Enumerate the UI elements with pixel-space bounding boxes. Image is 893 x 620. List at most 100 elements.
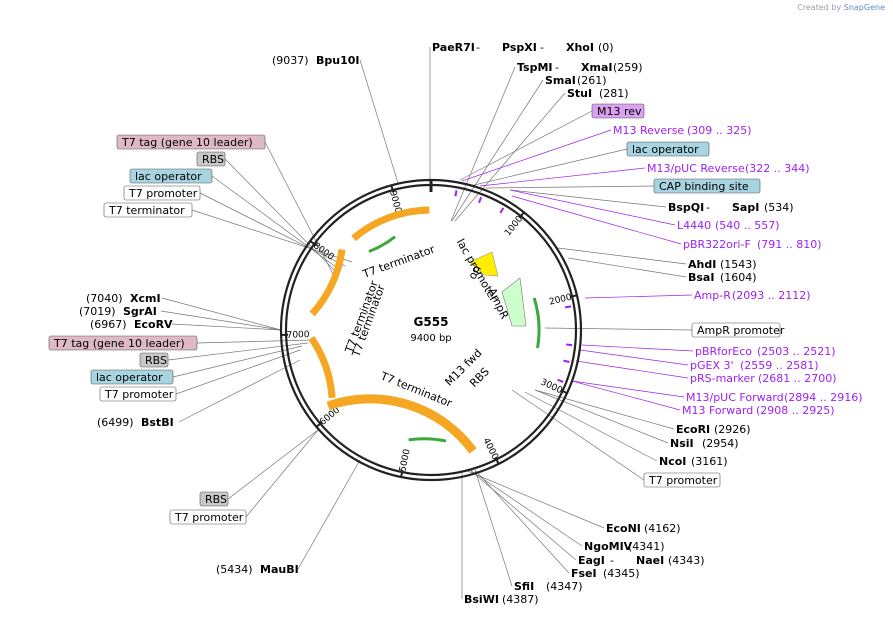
annotation-maubi[interactable]: (5434)MauBI: [216, 563, 299, 576]
annotation-lac-operator[interactable]: lac operator: [129, 168, 213, 184]
annotation-lac-operator[interactable]: lac operator: [90, 369, 174, 385]
annotation-box-label: T7 promoter: [104, 388, 174, 401]
feature-orange-west[interactable]: [308, 336, 336, 399]
annotation-smai[interactable]: SmaI(261): [545, 74, 607, 87]
annotation-fsei[interactable]: FseI(4345): [571, 567, 640, 580]
leader-line: [474, 469, 570, 574]
annotation-t7-promoter[interactable]: T7 promoter: [169, 509, 247, 525]
annotation-name2: SapI: [732, 201, 759, 214]
annotation-t7-terminator[interactable]: T7 terminator: [103, 202, 193, 218]
annotation-rbs[interactable]: RBS: [139, 352, 169, 368]
annotation-bspqi[interactable]: BspQI - SapI(534): [668, 201, 794, 214]
annotation-ecori[interactable]: EcoRI(2926): [676, 423, 751, 436]
annotation-t7-tag-gene-10-leader[interactable]: T7 tag (gene 10 leader): [48, 335, 198, 351]
annotation-eagi[interactable]: EagI - NaeI(4343): [578, 554, 705, 567]
annotation-feature: M13 Reverse: [613, 124, 684, 137]
annotation-name: NgoMIV: [584, 540, 633, 553]
annotation-rbs[interactable]: RBS: [196, 151, 226, 167]
tick-label-5000: 5000: [398, 448, 412, 473]
annotation-box-bg: [653, 178, 761, 194]
annotation-l4440[interactable]: L4440 (540 .. 557): [677, 219, 780, 232]
annotation-m13-rev[interactable]: M13 rev: [591, 103, 645, 119]
annotation-m13-puc-forward[interactable]: M13/pUC Forward(2894 .. 2916): [686, 391, 863, 404]
tick-label-4000: 4000: [480, 437, 499, 462]
annotation-box-bg: [99, 386, 177, 402]
annotation-ecorv[interactable]: (6967)EcoRV: [90, 318, 173, 331]
annotation-amp-r[interactable]: Amp-R(2093 .. 2112): [694, 289, 811, 302]
leader-line: [172, 345, 303, 378]
ampr-arrow[interactable]: [501, 277, 527, 327]
annotation-pos: (2559 .. 2581): [740, 359, 819, 372]
annotation-name: PaeR7I: [432, 41, 475, 54]
annotation-sfii[interactable]: SfiI(4347): [514, 580, 583, 593]
annotation-ngomiv[interactable]: NgoMIV(4341): [584, 540, 665, 553]
annotation-econi[interactable]: EcoNI(4162): [606, 522, 681, 535]
annotation-m13-puc-reverse[interactable]: M13/pUC Reverse(322 .. 344): [647, 162, 810, 175]
annotation-feature: pRS-marker: [690, 372, 755, 385]
annotation-name: EcoNI: [606, 522, 641, 535]
annotation-feature: L4440: [677, 219, 711, 232]
annotation-nsii[interactable]: NsiI(2954): [670, 437, 739, 450]
annotation-box-bg: [103, 202, 193, 218]
feature-orange-north[interactable]: [351, 206, 430, 242]
leader-line: [511, 195, 682, 245]
annotation-pos: (4343): [668, 554, 705, 567]
ori-arrow[interactable]: [469, 251, 499, 277]
annotation-name: StuI: [567, 87, 592, 100]
feature-orange-southwest[interactable]: [309, 248, 346, 317]
annotation-pbrforeco[interactable]: pBRforEco(2503 .. 2521): [695, 345, 836, 358]
leader-line: [359, 59, 399, 184]
annotation-t7-promoter[interactable]: T7 promoter: [643, 472, 721, 488]
feature-green-arrow-east[interactable]: [532, 297, 541, 349]
annotation-box-label: AmpR promoter: [697, 324, 785, 337]
annotation-pgex-3[interactable]: pGEX 3'(2559 .. 2581): [690, 359, 819, 372]
tick-mark-1000: [518, 211, 525, 219]
annotation-pos: (540 .. 557): [715, 219, 780, 232]
annotation-name: XcmI: [130, 292, 161, 305]
annotation-rbs[interactable]: RBS: [199, 491, 229, 507]
feature-green-arrow-south[interactable]: [408, 437, 447, 443]
annotation-pbr322ori-f[interactable]: pBR322ori-F(791 .. 810): [683, 238, 822, 251]
annotation-box-label: T7 tag (gene 10 leader): [121, 136, 253, 149]
annotation-box-bg: [643, 472, 721, 488]
leader-line: [178, 359, 301, 423]
annotation-m13-reverse[interactable]: M13 Reverse(309 .. 325): [613, 124, 752, 137]
annotation-paer7i[interactable]: PaeR7I - PspXI - XhoI(0): [432, 41, 614, 54]
annotation-pos: (0): [598, 41, 614, 54]
annotation-bsai[interactable]: BsaI(1604): [688, 271, 757, 284]
annotation-t7-tag-gene-10-leader[interactable]: T7 tag (gene 10 leader): [116, 134, 266, 150]
annotation-bstbi[interactable]: (6499)BstBI: [97, 416, 174, 429]
feature-green-arrow-north[interactable]: [368, 235, 397, 253]
annotation-bpu10i[interactable]: (9037)Bpu10I: [272, 54, 360, 67]
annotation-ahdi[interactable]: AhdI(1543): [688, 258, 757, 271]
leader-line: [534, 389, 675, 430]
annotation-pos: (7040): [86, 292, 123, 305]
annotation-cap-binding-site[interactable]: CAP binding site: [653, 178, 761, 194]
annotation-lac-operator[interactable]: lac operator: [626, 141, 710, 157]
annotation-stui[interactable]: StuI(281): [567, 87, 629, 100]
annotation-pos: (4162): [644, 522, 681, 535]
annotation-box-label: T7 tag (gene 10 leader): [53, 337, 185, 350]
inner-label-t7-terminator: T7 terminator: [360, 243, 437, 282]
annotation-pos: (791 .. 810): [757, 238, 822, 251]
annotation-sgrai[interactable]: (7019)SgrAI: [79, 305, 157, 318]
leader-line: [584, 294, 693, 299]
annotation-box-label: CAP binding site: [659, 180, 749, 193]
annotation-ampr-promoter[interactable]: AmpR promoter: [691, 322, 785, 338]
feature-orange-south[interactable]: [326, 394, 477, 454]
annotation-prs-marker[interactable]: pRS-marker(2681 .. 2700): [690, 372, 837, 385]
annotation-t7-promoter[interactable]: T7 promoter: [99, 386, 177, 402]
annotation-tspmi[interactable]: TspMI - XmaI(259): [517, 61, 643, 74]
leader-line: [245, 429, 319, 518]
annotation-t7-promoter[interactable]: T7 promoter: [123, 185, 201, 201]
annotation-xcmi[interactable]: (7040) XcmI: [86, 292, 161, 305]
annotation-box-bg: [591, 103, 645, 119]
annotation-ncoi[interactable]: NcoI(3161): [659, 455, 728, 468]
annotation-sep2: -: [540, 41, 544, 54]
annotation-pos: (309 .. 325): [687, 124, 752, 137]
annotation-m13-forward[interactable]: M13 Forward(2908 .. 2925): [682, 404, 835, 417]
annotation-bsiwi[interactable]: BsiWI(4387): [464, 593, 539, 606]
annotation-name: MauBI: [260, 563, 299, 576]
annotation-box-bg: [139, 352, 169, 368]
